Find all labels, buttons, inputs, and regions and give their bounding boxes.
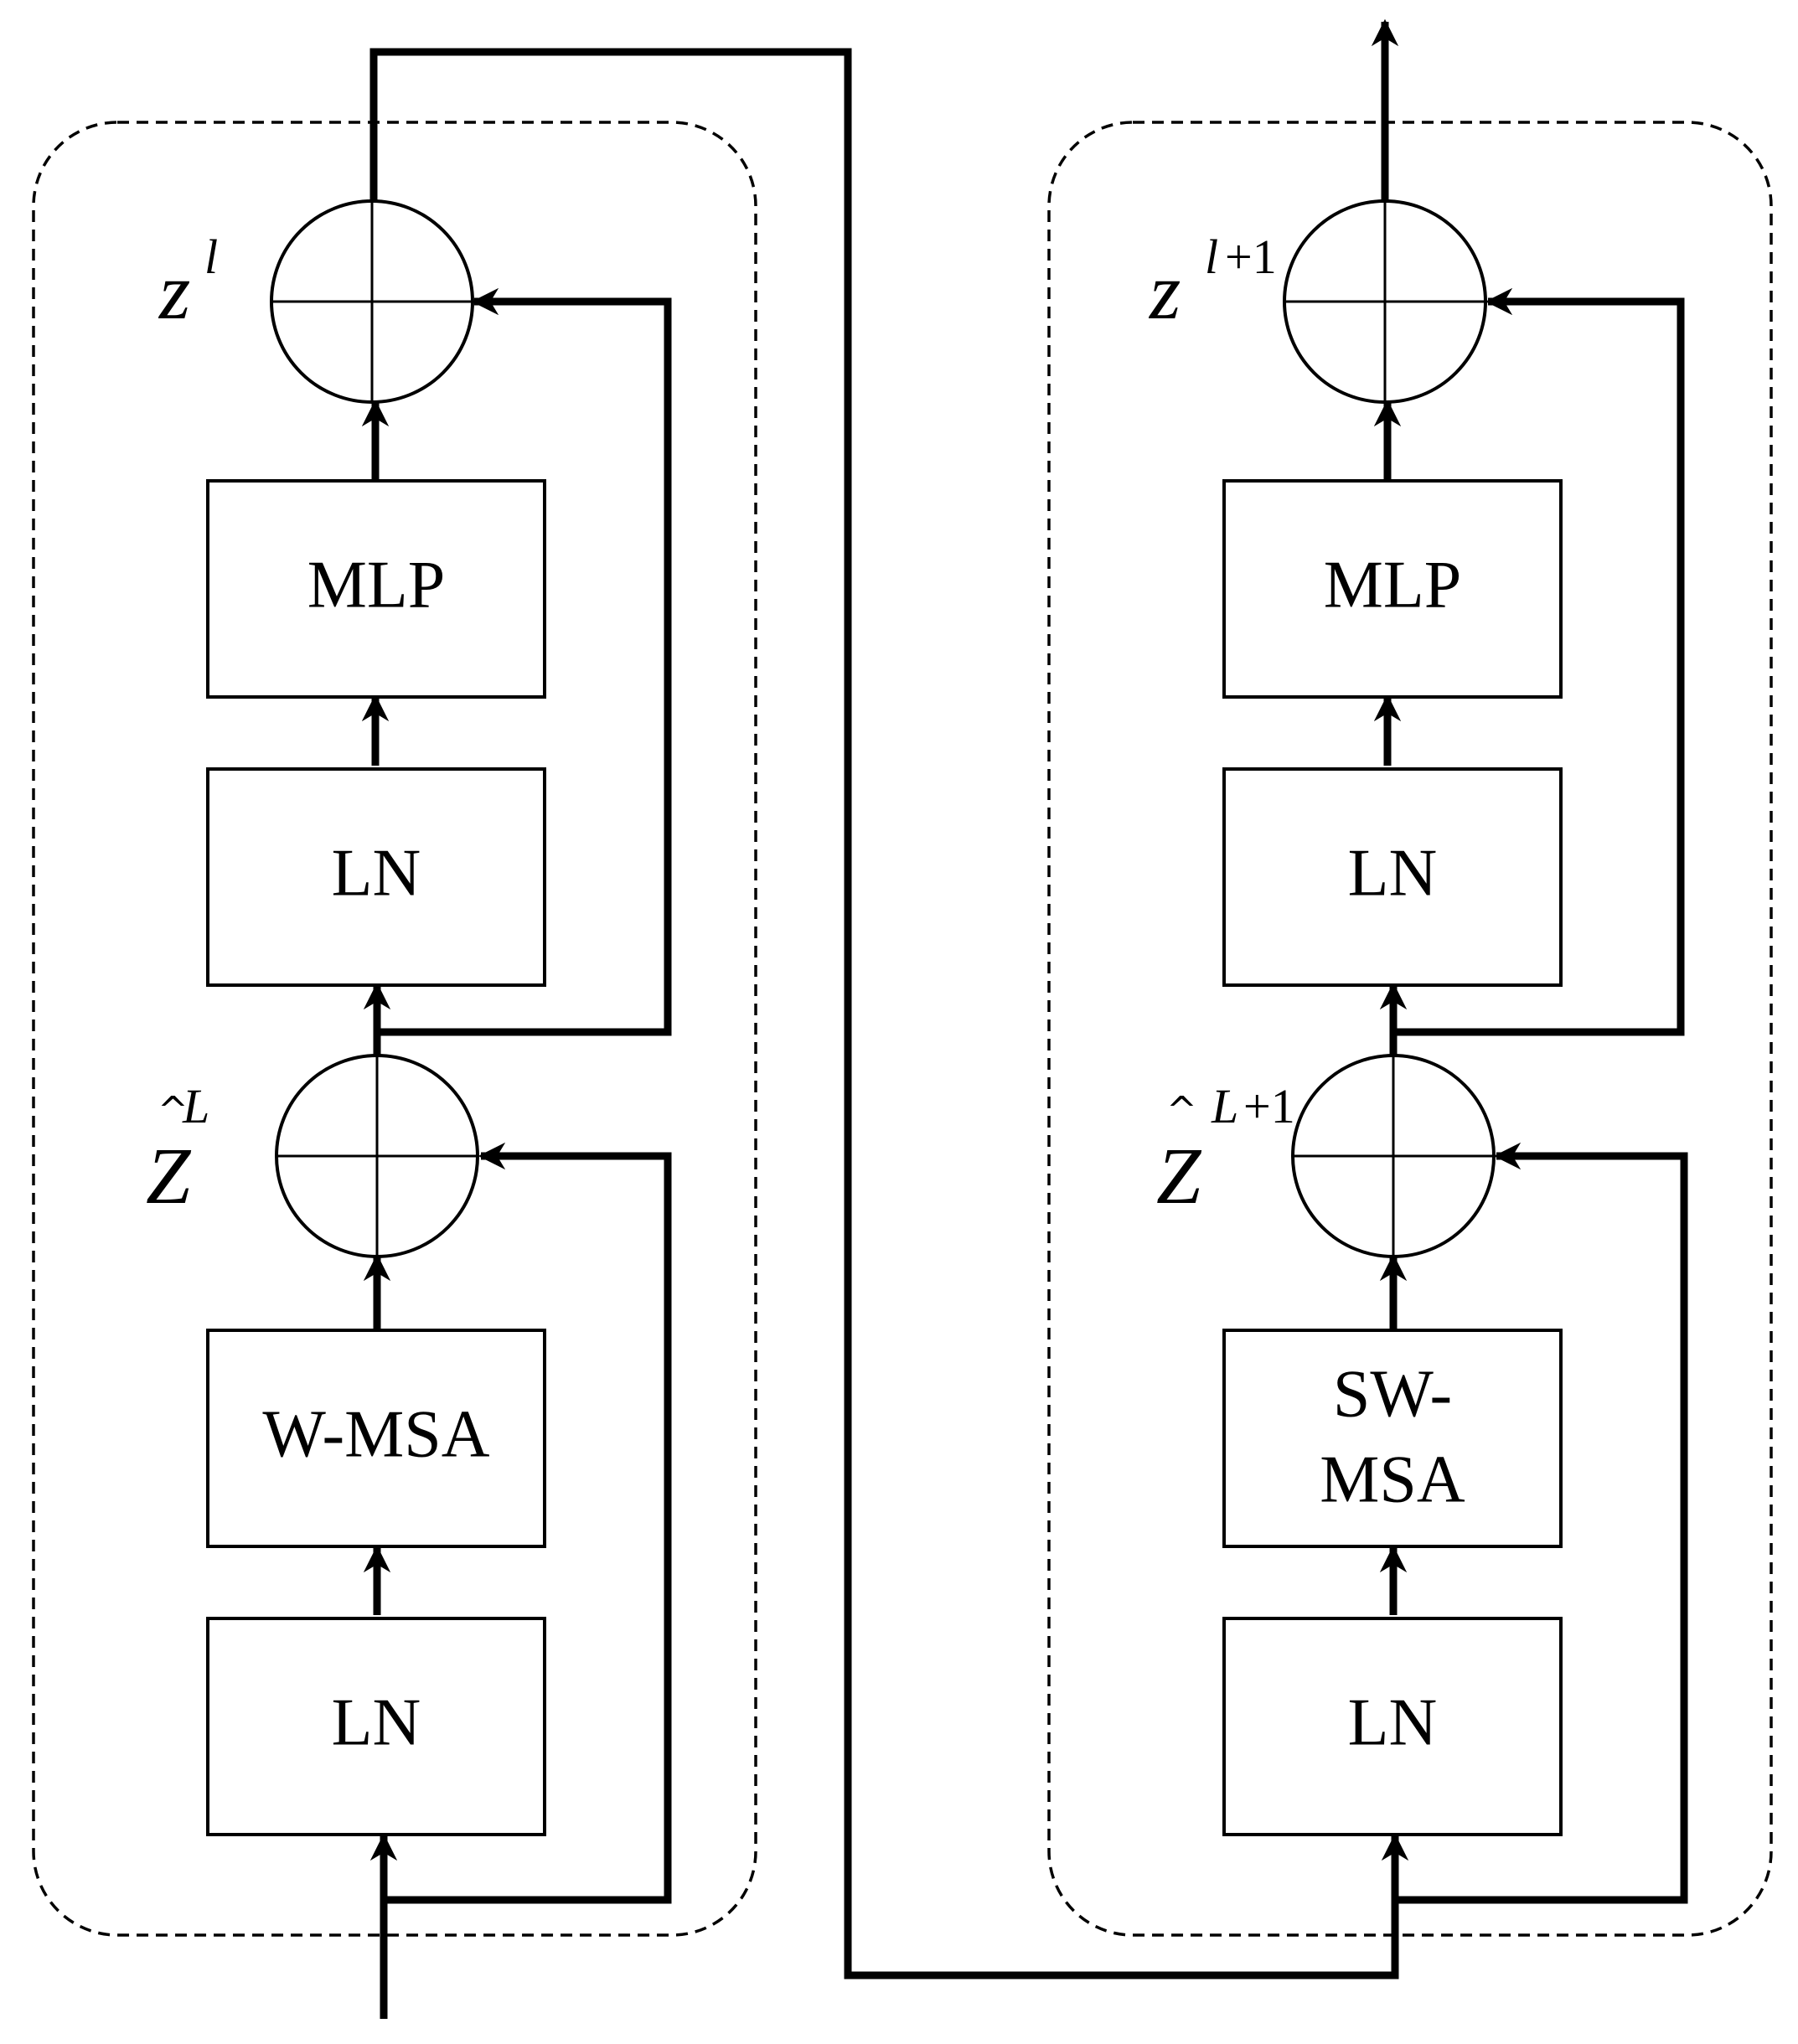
left-skip-2 (377, 287, 672, 1036)
right-z-hat-sup-var: L (1211, 1079, 1238, 1133)
left-z-hat-base: Z (146, 1131, 192, 1221)
left-z-base: z (158, 246, 190, 336)
left-block-container (32, 121, 757, 1937)
left-mlp-box: MLP (206, 479, 546, 699)
right-z-sup-var: l (1205, 230, 1218, 284)
right-z-hat-caret: ^ (1166, 1089, 1197, 1132)
right-z-base: z (1148, 246, 1181, 336)
left-z-hat-label: ^ Z L (146, 1079, 209, 1221)
right-z-label: z l +1 (1148, 230, 1277, 336)
left-sum-node-1 (275, 1054, 479, 1258)
right-ln-bottom-label: LN (1348, 1685, 1438, 1759)
right-sum-node-1 (1291, 1054, 1496, 1258)
left-z-hat-caret: ^ (158, 1089, 189, 1132)
left-z-hat-sup: L (182, 1079, 209, 1133)
right-z-sup-rest: +1 (1225, 230, 1277, 284)
right-sw-msa-box: SW- MSA (1222, 1329, 1563, 1548)
left-ln-bottom-box: LN (206, 1617, 546, 1836)
right-ln-bottom-box: LN (1222, 1617, 1563, 1836)
right-z-hat-base: Z (1156, 1131, 1202, 1221)
left-block-connections (361, 48, 1409, 2019)
right-sum-node-2 (1283, 199, 1487, 404)
right-block-connections (1371, 18, 1688, 1904)
right-mlp-label: MLP (1324, 548, 1462, 622)
left-z-label: z l (158, 230, 218, 336)
left-z-sup: l (204, 230, 218, 284)
left-ln-bottom-label: LN (332, 1685, 421, 1759)
right-block-container (1047, 121, 1773, 1937)
right-z-hat-label: ^ Z L +1 (1156, 1079, 1295, 1221)
right-skip-1 (1395, 1142, 1688, 1904)
left-w-msa-label: W-MSA (262, 1397, 489, 1471)
left-ln-top-label: LN (332, 836, 421, 910)
right-ln-top-box: LN (1222, 767, 1563, 987)
right-sw-msa-label-line2: MSA (1320, 1443, 1465, 1516)
right-ln-top-label: LN (1348, 836, 1438, 910)
left-sum-node-2 (270, 199, 474, 404)
right-sw-msa-label-line1: SW- (1333, 1357, 1452, 1431)
inter-block-connection (369, 48, 1409, 1979)
left-skip-1 (384, 1142, 672, 1904)
left-w-msa-box: W-MSA (206, 1329, 546, 1548)
right-mlp-box: MLP (1222, 479, 1563, 699)
right-z-hat-sup-rest: +1 (1243, 1079, 1295, 1133)
left-mlp-label: MLP (307, 548, 446, 622)
left-ln-top-box: LN (206, 767, 546, 987)
right-skip-2 (1393, 287, 1685, 1036)
